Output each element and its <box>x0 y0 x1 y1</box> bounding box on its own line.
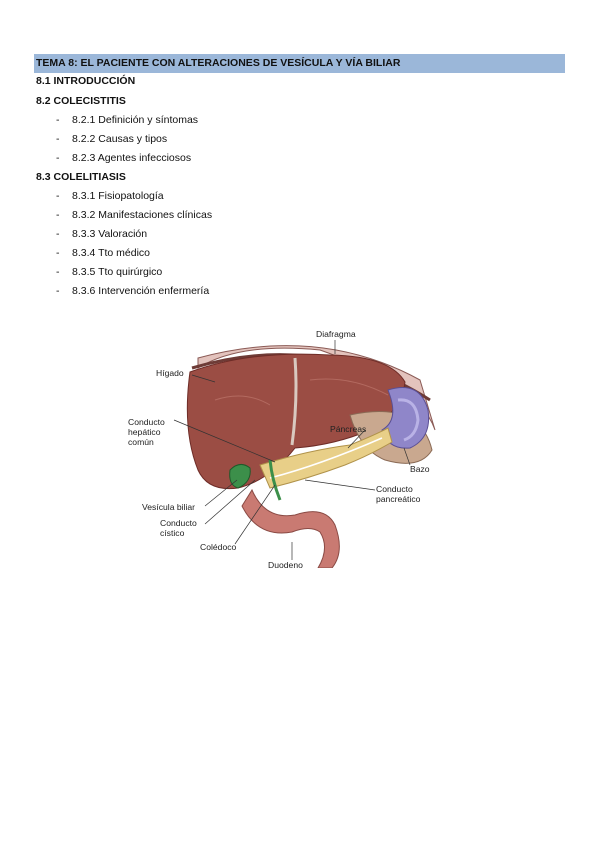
bile-duct <box>268 459 282 501</box>
liver-vessel <box>214 395 271 406</box>
label-higado: Hígado <box>156 368 184 378</box>
list-item: -8.3.5 Tto quirúrgico <box>56 266 162 278</box>
leader-line <box>403 447 411 466</box>
section-heading-introduccion: 8.1 INTRODUCCIÓN <box>36 75 136 87</box>
bullet-dash: - <box>56 285 60 297</box>
label-conducto-cistico-2: cístico <box>160 528 185 538</box>
list-item: -8.3.6 Intervención enfermería <box>56 285 209 297</box>
list-item: -8.2.1 Definición y síntomas <box>56 114 198 126</box>
bullet-dash: - <box>56 247 60 259</box>
leader-line <box>204 479 256 525</box>
liver-ligament <box>290 357 298 446</box>
list-item: -8.3.1 Fisiopatología <box>56 190 164 202</box>
list-item-text: 8.3.2 Manifestaciones clínicas <box>72 209 213 221</box>
pancreatic-duct <box>269 437 383 479</box>
biliary-anatomy-illustration: Diafragma Hígado Conducto hepático común… <box>128 329 436 568</box>
spleen-highlight <box>397 398 420 442</box>
liver-shape <box>186 353 406 490</box>
label-vesicula: Vesícula biliar <box>142 502 195 512</box>
bullet-dash: - <box>56 190 60 202</box>
label-diafragma: Diafragma <box>316 329 356 339</box>
list-item: -8.3.3 Valoración <box>56 228 147 240</box>
list-item: -8.3.2 Manifestaciones clínicas <box>56 209 212 221</box>
leader-line <box>173 419 276 463</box>
list-item-text: 8.3.5 Tto quirúrgico <box>72 266 163 278</box>
section-heading-colelitiasis: 8.3 COLELITIASIS <box>36 171 126 183</box>
label-conducto-pancreatico-2: pancreático <box>376 494 421 504</box>
label-conducto-pancreatico-1: Conducto <box>376 484 413 494</box>
liver-vessel <box>309 378 389 396</box>
pancreas-shape <box>259 427 393 489</box>
leader-line <box>234 484 276 545</box>
label-bazo: Bazo <box>410 464 430 474</box>
spleen-shape <box>381 387 430 449</box>
label-pancreas: Páncreas <box>330 424 366 434</box>
list-item-text: 8.3.4 Tto médico <box>72 247 151 259</box>
leader-line <box>347 429 366 449</box>
anatomy-figure: Diafragma Hígado Conducto hepático común… <box>120 320 445 568</box>
list-item: -8.3.4 Tto médico <box>56 247 150 259</box>
bullet-dash: - <box>56 209 60 221</box>
leader-line <box>204 479 238 507</box>
list-item-text: 8.2.1 Definición y síntomas <box>72 114 199 126</box>
list-item-text: 8.3.6 Intervención enfermería <box>72 285 210 297</box>
page-title: TEMA 8: EL PACIENTE CON ALTERACIONES DE … <box>34 54 565 73</box>
label-conducto-hepatico-3: común <box>128 437 154 447</box>
bullet-dash: - <box>56 266 60 278</box>
bullet-dash: - <box>56 114 60 126</box>
list-item-text: 8.2.3 Agentes infecciosos <box>72 152 192 164</box>
label-conducto-hepatico-2: hepático <box>128 427 161 437</box>
bullet-dash: - <box>56 133 60 145</box>
bullet-dash: - <box>56 228 60 240</box>
label-conducto-hepatico-1: Conducto <box>128 417 165 427</box>
list-item-text: 8.3.3 Valoración <box>72 228 148 240</box>
list-item-text: 8.3.1 Fisiopatología <box>72 190 164 202</box>
leader-line <box>304 479 376 491</box>
list-item-text: 8.2.2 Causas y tipos <box>72 133 168 145</box>
label-coledoco: Colédoco <box>200 542 237 552</box>
label-conducto-cistico-1: Conducto <box>160 518 197 528</box>
label-duodeno: Duodeno <box>268 560 303 568</box>
duodenum-shape <box>241 488 340 568</box>
list-item: -8.2.2 Causas y tipos <box>56 133 167 145</box>
list-item: -8.2.3 Agentes infecciosos <box>56 152 191 164</box>
section-heading-colecistitis: 8.2 COLECISTITIS <box>36 95 126 107</box>
leader-line <box>191 374 216 383</box>
bullet-dash: - <box>56 152 60 164</box>
